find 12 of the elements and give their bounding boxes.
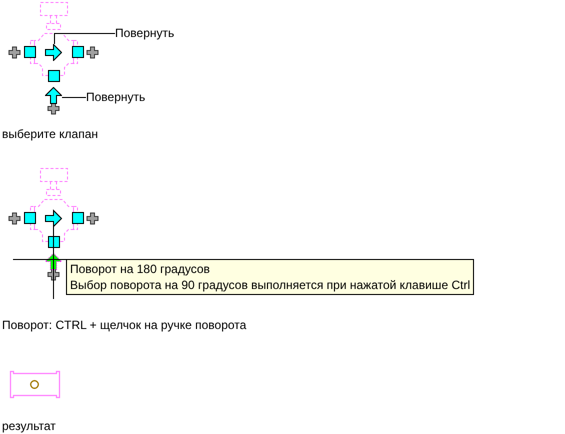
tooltip (66, 259, 474, 295)
callout-label: Повернуть (86, 90, 146, 104)
caption-text: выберите клапан (2, 127, 98, 141)
leader-line (54, 33, 116, 44)
caption-text: Поворот: CTRL + щелчок на ручке поворота (2, 318, 246, 332)
arrow-grip-icon (45, 87, 62, 104)
leader-line (62, 97, 86, 98)
tooltip-text: Выбор поворота на 90 градусов выполняется при нажатой клавише Ctrl (70, 277, 470, 293)
caption-text: результат (2, 419, 56, 433)
callout-label: Повернуть (115, 26, 174, 40)
tooltip-heading: Поворот на 180 градусов (70, 261, 211, 277)
arrow-grip-icon (45, 44, 62, 61)
